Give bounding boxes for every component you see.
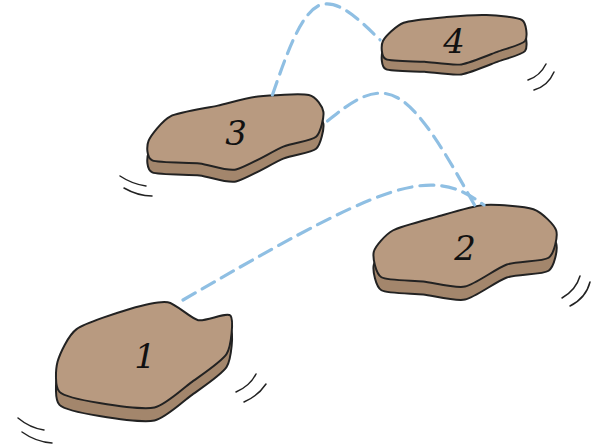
stepping-stone: 1	[50, 300, 240, 425]
stone-label-holder: 1	[50, 300, 240, 412]
jump-arc	[327, 93, 475, 205]
ripple-line	[22, 432, 52, 443]
ripple-line	[236, 374, 256, 392]
jump-arc	[272, 4, 380, 95]
stone-top	[382, 15, 527, 65]
stone-label-holder: 2	[370, 205, 560, 290]
stone-label-holder: 4	[380, 15, 528, 67]
ripple-line	[534, 72, 554, 90]
ripple-line	[244, 384, 266, 402]
stone-number: 3	[225, 116, 247, 150]
stone-top	[147, 94, 323, 170]
ripple-line	[570, 282, 590, 306]
stepping-stone: 4	[380, 15, 528, 77]
stone-number: 4	[443, 24, 465, 58]
stone-number: 2	[454, 231, 476, 265]
jump-arc	[183, 185, 484, 300]
ripple-line	[562, 276, 580, 298]
ripple-line	[18, 418, 44, 430]
stepping-stone: 2	[370, 205, 560, 303]
ripple-line	[120, 176, 146, 186]
stepping-stone: 3	[145, 95, 327, 183]
stone-top	[373, 205, 556, 287]
ripple-line	[124, 188, 152, 196]
stone-top	[56, 302, 232, 408]
ripple-line	[528, 64, 546, 80]
stone-label-holder: 3	[145, 95, 327, 171]
stone-number: 1	[134, 339, 156, 373]
